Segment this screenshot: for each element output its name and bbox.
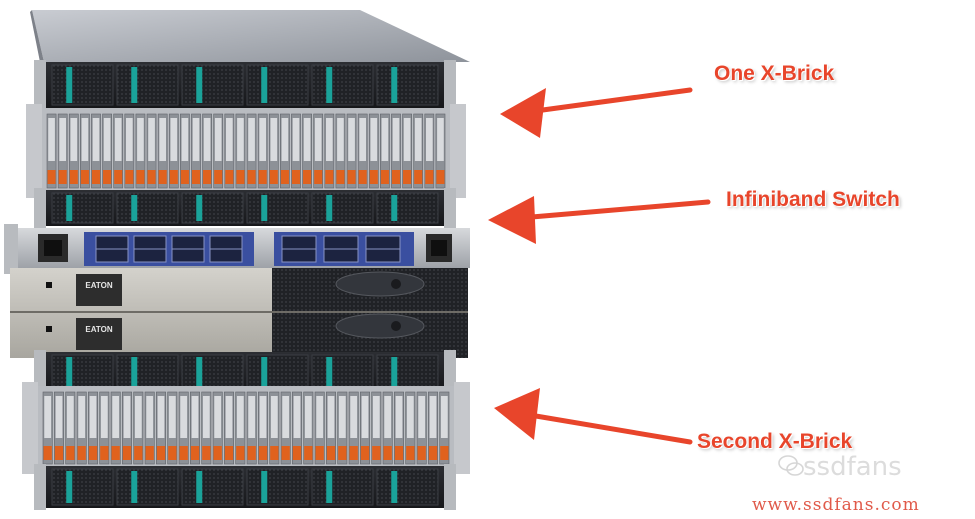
arrow-infiniband <box>488 196 711 244</box>
infiniband-switch <box>4 224 470 274</box>
ups-brand-1: EATON <box>85 281 112 290</box>
x-brick-2-disk-enclosure <box>22 382 470 474</box>
label-one-xbrick: One X-Brick <box>714 62 835 85</box>
x-brick-1-controller <box>34 60 456 110</box>
ups-brand-2: EATON <box>85 325 112 334</box>
label-infiniband-switch: Infiniband Switch <box>726 188 900 211</box>
label-second-xbrick: Second X-Brick <box>697 430 853 453</box>
x-brick-1-disk-enclosure <box>26 104 466 198</box>
arrow-one-xbrick <box>500 87 693 138</box>
watermark-brand: ssdfans <box>803 452 902 482</box>
arrow-second-xbrick <box>494 388 693 445</box>
wechat-logo-icon <box>778 455 804 476</box>
eaton-ups: EATON EATON <box>10 268 468 358</box>
x-brick-2-controller-2 <box>34 464 456 510</box>
x-brick-1-controller-2 <box>34 188 456 228</box>
top-lid <box>30 10 470 62</box>
watermark-url: www.ssdfans.com <box>752 495 920 515</box>
